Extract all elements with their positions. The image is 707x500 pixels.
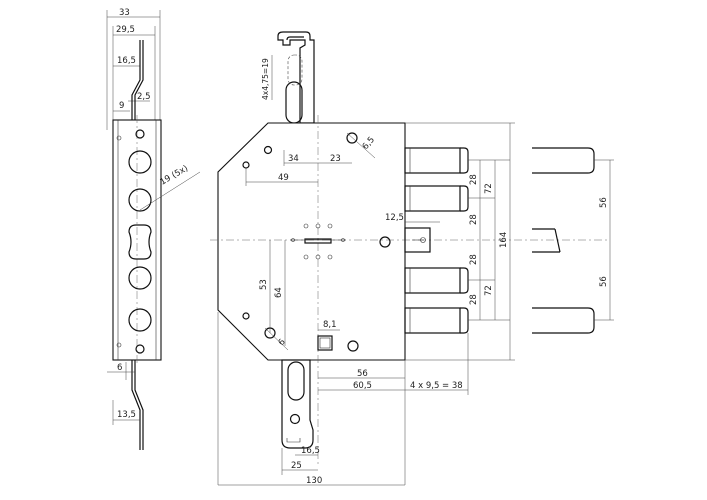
- dim-bolt-upper: 56: [599, 197, 609, 208]
- bolt-1: [404, 147, 469, 174]
- dim-164: 164: [499, 232, 509, 248]
- dim-28-d: 28: [469, 294, 479, 305]
- dim-23: 23: [330, 154, 341, 164]
- dim-28-a: 28: [469, 174, 479, 185]
- dim-bolts-spacing: 4 x 9,5 = 38: [410, 381, 463, 391]
- bolt-2: [404, 185, 469, 212]
- dim-25: 25: [291, 461, 302, 471]
- side-view: 33 29,5 16,5 2,5 9 19 (5x): [106, 8, 201, 450]
- dim-bolt-lower: 56: [599, 276, 609, 287]
- bolt-view-bottom: [532, 307, 595, 334]
- dim-bottom-hole: 6: [277, 337, 288, 348]
- dim-square: 8,1: [323, 320, 337, 330]
- dim-overall-width: 33: [119, 8, 130, 18]
- bolt-4: [404, 307, 469, 334]
- dim-60-5: 60,5: [353, 381, 372, 391]
- dim-strip: 2,5: [137, 92, 151, 102]
- dim-28-b: 28: [469, 214, 479, 225]
- dim-bottom-offset: 13,5: [117, 410, 136, 420]
- dim-inner-width: 29,5: [116, 25, 135, 35]
- dim-16-5: 16,5: [301, 446, 320, 456]
- bolt-view-latch: [532, 228, 561, 253]
- dim-72-a: 72: [484, 183, 494, 194]
- dim-bottom-gap: 6: [117, 363, 122, 373]
- dim-53: 53: [259, 279, 269, 290]
- dim-28-c: 28: [469, 254, 479, 265]
- main-view: 4x4,75=19 6,5 6 8,1: [210, 31, 610, 486]
- dim-64: 64: [274, 287, 284, 298]
- dim-34: 34: [288, 154, 299, 164]
- dim-gap: 9: [119, 101, 124, 111]
- dim-hole-note: 19 (5x): [159, 164, 190, 188]
- bolt-view-top: [532, 147, 595, 174]
- bolt-view: 56 56: [532, 147, 614, 334]
- bolt-3: [404, 267, 469, 294]
- dim-49: 49: [278, 173, 289, 183]
- dim-slot: 4x4,75=19: [261, 58, 270, 100]
- dim-56: 56: [357, 369, 368, 379]
- dim-130: 130: [306, 476, 322, 486]
- dim-12-5: 12,5: [385, 213, 404, 223]
- dim-72-b: 72: [484, 285, 494, 296]
- dim-offset-top: 16,5: [117, 56, 136, 66]
